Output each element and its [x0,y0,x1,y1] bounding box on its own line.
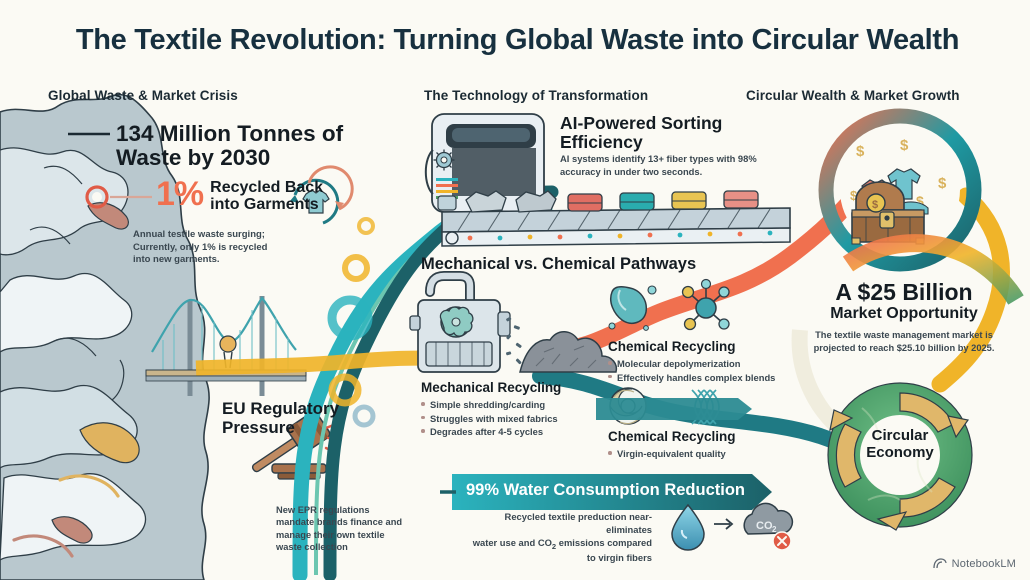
machine-gear-icon [433,149,455,171]
percent-label: Recycled Back into Garments [210,179,324,214]
chemical-bullets-lower: Virgin-equivalent quality [608,447,778,461]
market-note: The textile waste management market is p… [813,330,995,354]
watermark-label: NotebookLM [951,558,1016,570]
chemical-title-upper: Chemical Recycling [608,339,736,354]
eu-regulation-note: New EPR regulations mandate brands finan… [276,505,403,553]
fiber-strands-icon [691,389,720,425]
list-item: Degrades after 4-5 cycles [421,425,591,439]
svg-text:$: $ [850,188,858,203]
eu-regulation-title: EU Regulatory Pressure [222,399,340,437]
ai-sorting-note: AI systems identify 13+ fiber types with… [560,153,757,177]
circular-economy-label: Circular Economy [866,427,934,462]
market-headline: A $25 Billion [835,279,973,305]
svg-text:$: $ [900,137,909,154]
percent-value: 1% [156,175,204,213]
svg-text:$: $ [872,199,878,211]
arrow-right-icon [714,518,734,530]
list-item: Effectively handles complex blends [608,371,778,385]
tshirt-blue-icon [887,168,921,200]
ai-sorting-title: AI-Powered Sorting Efficiency [560,113,723,153]
notebooklm-watermark: NotebookLM [932,558,1016,570]
svg-text:$: $ [856,143,865,160]
mechanical-recycling-block: Mechanical Recycling Simple shredding/ca… [421,380,591,439]
water-banner-title: 99% Water Consumption Reduction [466,481,745,499]
list-item: Struggles with mixed fabrics [421,412,591,426]
svg-text:$: $ [916,193,924,209]
page-title: The Textile Revolution: Turning Global W… [75,24,960,56]
shred-particles [506,316,522,365]
cycle-arrow-group [829,392,970,531]
column-heading-left: Global Waste & Market Crisis [48,88,238,103]
chemical-solvent-icon [608,285,657,331]
marker-ring-icon [85,185,152,209]
water-note-line3: to virgin fibers [586,552,652,564]
stat-waste-headline: 134 Million Tonnes of Waste by 2030 [116,121,344,171]
stat-recycled-percent: 1% Recycled Back into Garments [156,175,356,214]
shredder-machine-icon [409,271,618,373]
co2-cloud-reduction-icon: CO 2 [743,502,794,551]
notebooklm-logo-icon [932,558,947,569]
list-item: Virgin-equivalent quality [608,447,778,461]
pathways-title: Mechanical vs. Chemical Pathways [421,255,697,273]
treasure-ring: $ $ $ $ $ $ [818,108,982,272]
suspension-bridge-icon [145,296,307,396]
mechanical-title: Mechanical Recycling [421,380,562,395]
tshirt-red-icon [861,179,891,207]
market-subhead: Market Opportunity [830,305,978,322]
water-note-line1: Recycled textile preduction near-elimina… [504,511,652,535]
conveyor-indicator-lights [467,230,773,241]
column-heading-right: Circular Wealth & Market Growth [746,88,960,103]
svg-text:$: $ [938,175,947,192]
chemical-bullets-upper: Molecular depolymerization Effectively h… [608,357,778,384]
shredder-blade-icon [439,306,474,338]
svg-text:2: 2 [772,525,777,534]
list-item: Molecular depolymerization [608,357,778,371]
flow-ribbon-amber [195,350,433,376]
molecule-icon [681,278,730,331]
decorative-rings [327,217,376,428]
machine-status-bars [436,178,458,199]
water-note-line2b: emissions compared [556,536,652,548]
mechanical-bullets: Simple shredding/carding Struggles with … [421,398,591,439]
chemical-title-lower: Chemical Recycling [608,429,736,444]
dollar-sign-icon: $ $ $ $ $ [850,137,947,209]
chemical-flow-arrow [596,398,752,420]
gavel-block-icon [271,463,327,480]
percent-note: Annual testile waste surging; Currently,… [133,229,268,266]
water-drop-icon [671,503,705,551]
yarn-spool-icon [609,387,647,425]
water-note-line2a: water use and CO [472,536,552,548]
water-banner-note: Recycled textile preduction near-elimina… [462,511,652,565]
shredded-fiber-pile-icon [519,331,618,373]
co2-subscript: 2 [551,541,557,551]
chemical-recycling-block-upper: Chemical Recycling Molecular depolymeriz… [608,339,778,384]
svg-text:CO: CO [756,520,773,532]
column-heading-middle: The Technology of Transformation [424,88,649,103]
list-item: Simple shredding/carding [421,398,591,412]
chemical-recycling-block-lower: Chemical Recycling Virgin-equivalent qua… [608,429,778,461]
